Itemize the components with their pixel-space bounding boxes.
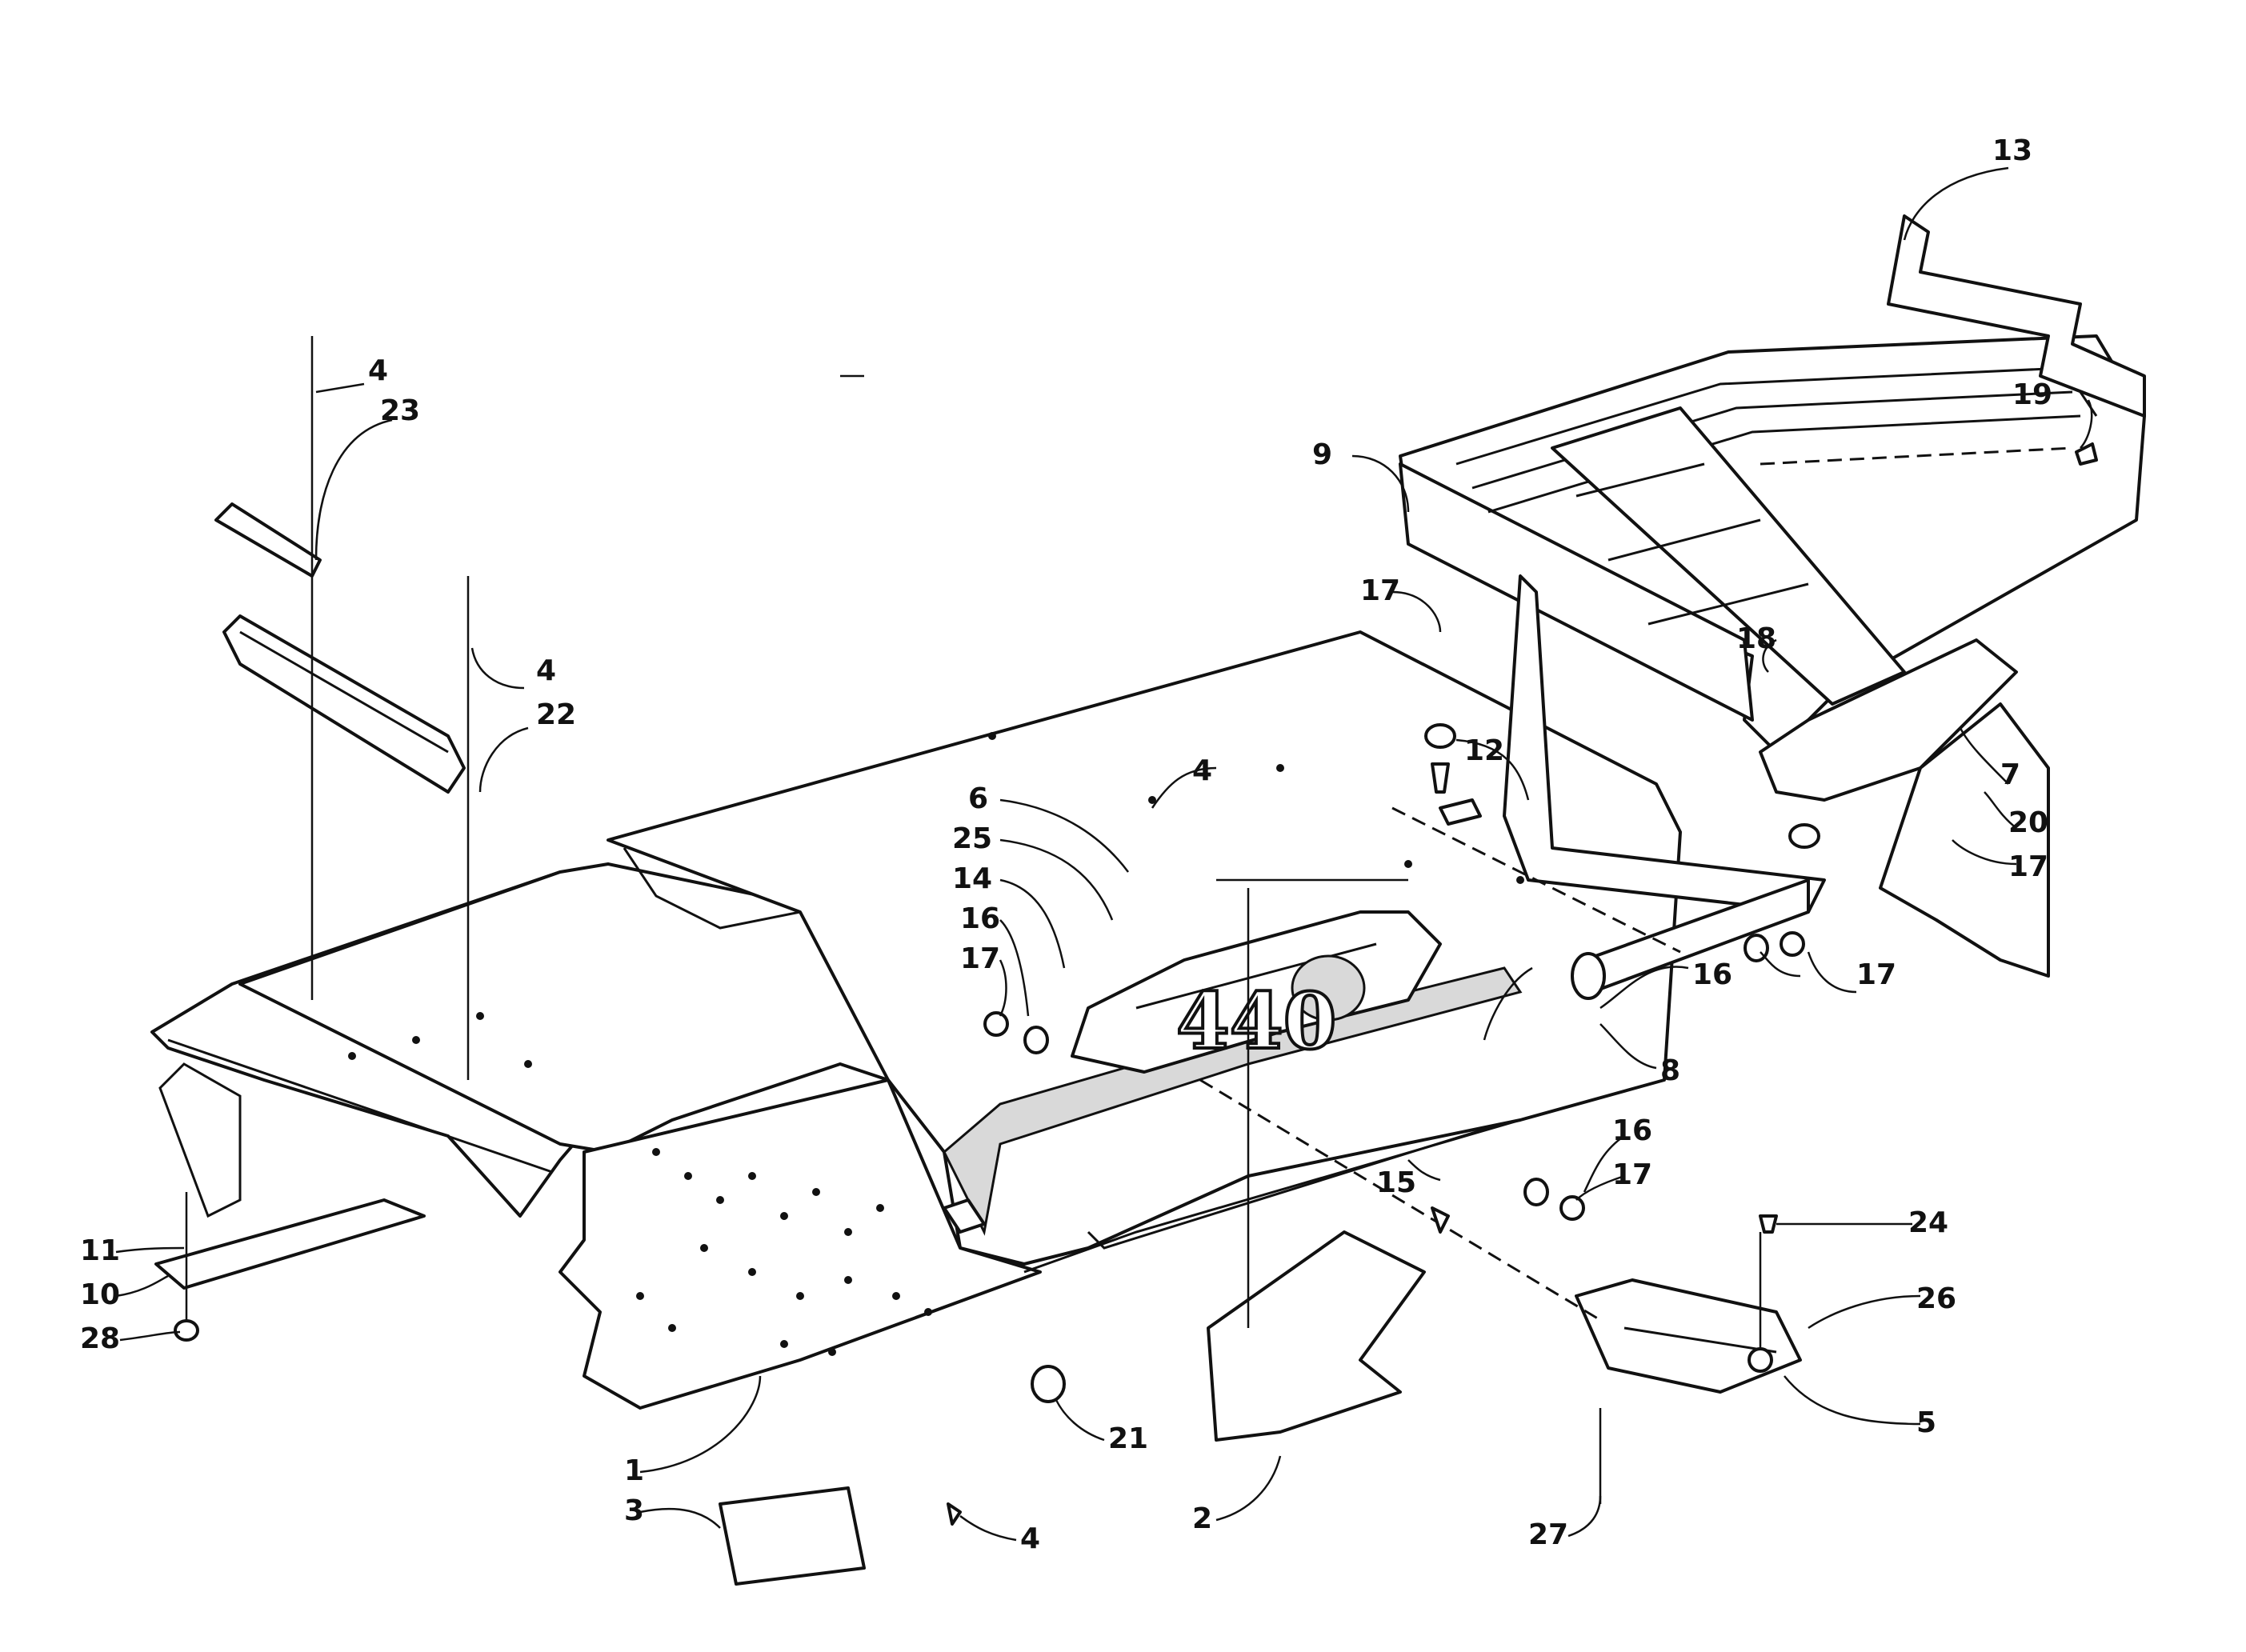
callout-2: 2 [1192,1502,1212,1535]
callout-19: 19 [2012,378,2052,411]
callout-3: 3 [624,1494,644,1527]
callout-17-lower: 17 [1612,1158,1652,1191]
callout-17-right: 17 [2008,850,2048,883]
callout-25: 25 [952,822,992,855]
left-shields [214,502,466,794]
tunnel-floor-pan [150,630,1682,1410]
leader-lines [115,166,2093,1542]
callout-22: 22 [536,698,576,731]
callout-5: 5 [1916,1406,1936,1439]
callout-13: 13 [1992,134,2032,167]
callout-11: 11 [80,1234,120,1267]
callout-26: 26 [1916,1282,1956,1315]
callout-1: 1 [624,1454,644,1487]
flap-13 [1887,214,2146,418]
rear-bumper [1399,334,2146,1000]
callout-14: 14 [952,862,992,895]
callout-15: 15 [1376,1166,1416,1199]
callout-17-rail: 17 [1856,958,1896,991]
callout-28: 28 [80,1322,120,1355]
fasteners [174,336,2098,1526]
callout-12: 12 [1464,734,1504,767]
callout-18: 18 [1736,622,1776,655]
callout-9: 9 [1312,438,1332,471]
callout-16-rail: 16 [1692,958,1732,991]
callout-16-center: 16 [960,902,1000,935]
callout-8: 8 [1660,1054,1680,1087]
rivet-holes [348,732,1524,1356]
callout-17-center: 17 [960,942,1000,975]
callout-16-lower: 16 [1612,1114,1652,1147]
callout-4-top: 4 [368,354,388,387]
callout-24: 24 [1908,1206,1948,1239]
callout-6: 6 [968,782,988,815]
callout-21: 21 [1108,1422,1148,1455]
callout-23: 23 [380,394,420,427]
callouts: 13 19 9 17 18 7 20 17 12 17 16 8 4 6 25 … [80,134,2052,1555]
callout-4-plate: 4 [1020,1522,1040,1555]
callout-7: 7 [2000,758,2020,791]
callout-10: 10 [80,1278,120,1311]
callout-20: 20 [2008,806,2048,839]
callout-4-mid: 4 [536,654,556,687]
lower-parts [154,1198,1802,1586]
hood-mark-440: 440 [1176,976,1336,1066]
callout-4-center: 4 [1192,754,1212,787]
callout-27: 27 [1528,1518,1568,1551]
callout-17-bumper: 17 [1360,574,1400,607]
console-440: 440 [1071,910,1442,1074]
